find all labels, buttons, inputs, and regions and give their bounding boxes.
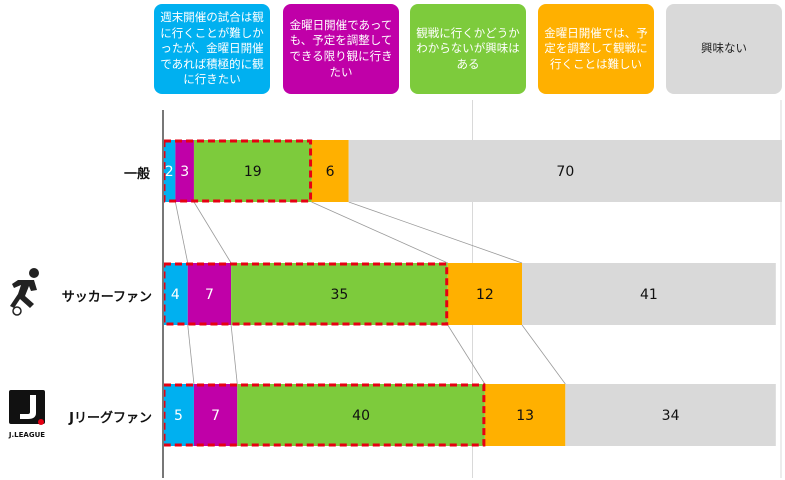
data-label: 7 [205, 287, 214, 303]
jleague-logo-icon: J.LEAGUE [6, 388, 48, 440]
data-label: 40 [352, 408, 370, 424]
data-label: 4 [171, 287, 180, 303]
connector-line [311, 201, 448, 264]
bar-segment [193, 384, 238, 446]
bar-segment [565, 384, 776, 446]
bar-segment [447, 263, 523, 325]
bar-segment [237, 384, 485, 446]
legend-item-4: 金曜日開催では、予定を調整して観戦に行くことは難しい [538, 4, 654, 94]
bar-segment [163, 140, 176, 202]
bar-segment [187, 263, 232, 325]
connector-line [187, 324, 195, 385]
data-label: 70 [556, 164, 574, 180]
connector-line [521, 324, 566, 385]
data-label: 7 [211, 408, 220, 424]
bar-segment [231, 263, 448, 325]
jleague-logo-text: J.LEAGUE [8, 431, 46, 439]
soccer-player-icon [10, 268, 39, 316]
bar-segment [193, 140, 312, 202]
row-label-jleague-fan: Jリーグファン [69, 411, 152, 426]
bar-segment [163, 384, 194, 446]
connector-line [348, 201, 523, 264]
bar-segment [311, 140, 349, 202]
data-label: 12 [476, 287, 494, 303]
bar-segment [348, 140, 782, 202]
data-label: 6 [326, 164, 335, 180]
bar-segment [163, 263, 188, 325]
data-label: 41 [640, 287, 658, 303]
connector-line [447, 324, 486, 385]
bar-segment [484, 384, 566, 446]
data-label: 19 [244, 164, 262, 180]
data-label: 34 [662, 408, 680, 424]
highlight-box [162, 139, 313, 203]
legend-item-2: 金曜日開催であっても、予定を調整してできる限り観に行きたい [283, 4, 399, 94]
row-label-general: 一般 [123, 167, 150, 182]
data-label: 35 [331, 287, 349, 303]
data-label: 2 [165, 164, 174, 180]
row-label-soccer-fan: サッカーファン [61, 290, 152, 305]
legend-item-5: 興味ない [666, 4, 782, 94]
bar-segment [175, 140, 194, 202]
data-label: 5 [174, 408, 183, 424]
connector-line [193, 201, 232, 264]
legend-item-1: 週末開催の試合は観に行くことが難しかったが、金曜日開催であれば積極的に観に行きた… [154, 4, 270, 94]
bar-segment [522, 263, 776, 325]
connector-line [230, 324, 238, 385]
legend-item-3: 観戦に行くかどうかわからないが興味はある [410, 4, 526, 94]
data-label: 3 [180, 164, 189, 180]
data-label: 13 [516, 408, 534, 424]
connector-line [174, 201, 189, 264]
